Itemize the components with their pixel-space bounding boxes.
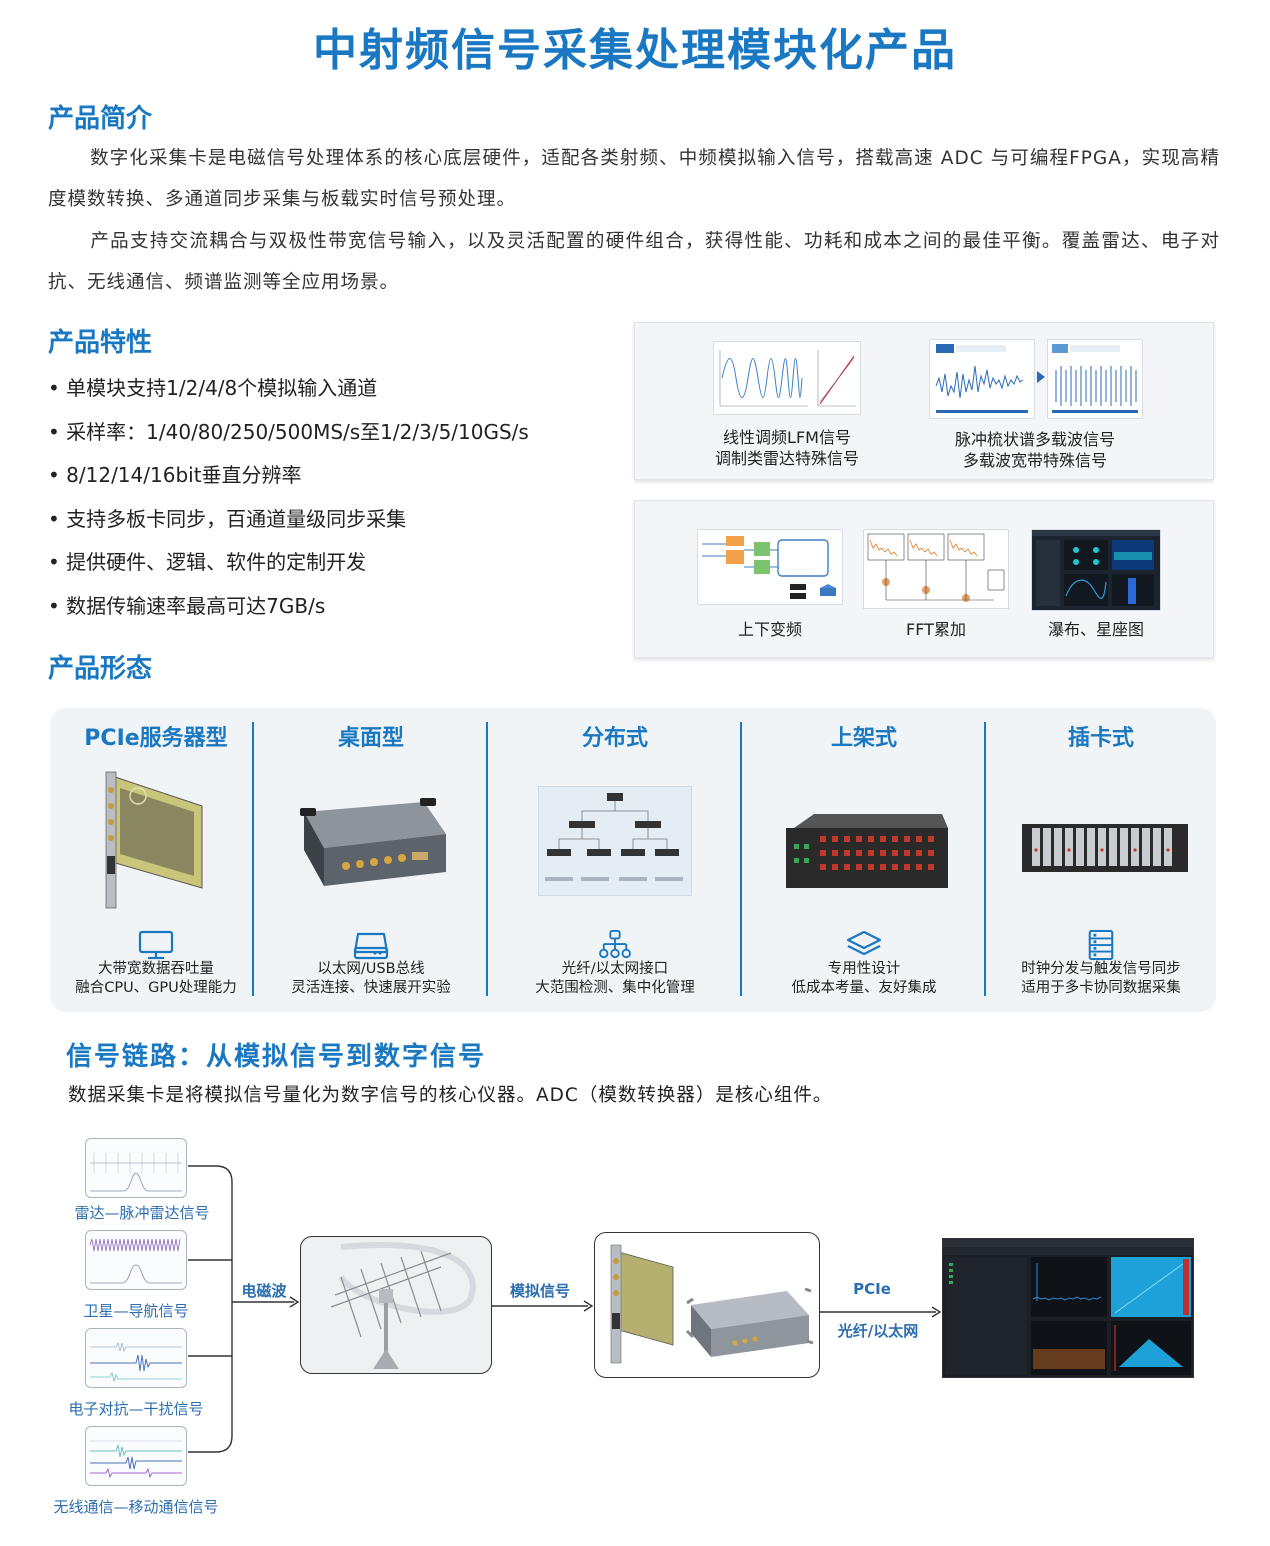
form-desc-line2: 低成本考量、友好集成 bbox=[791, 980, 937, 996]
form-title: 插卡式 bbox=[1067, 726, 1134, 751]
fiber-ethernet-label: 光纤/以太网 bbox=[837, 1322, 919, 1340]
feature-item: • 数据传输速率最高可达7GB/s bbox=[48, 593, 326, 618]
form-divider bbox=[486, 722, 488, 996]
desktop-unit-image bbox=[284, 794, 450, 890]
form-title: PCIe服务器型 bbox=[84, 726, 228, 751]
radar-signal-image bbox=[85, 1138, 187, 1198]
form-description: 光纤/以太网接口 大范围检测、集中化管理 bbox=[490, 960, 740, 998]
feature-item: • 提供硬件、逻辑、软件的定制开发 bbox=[48, 550, 367, 574]
form-desc-line2: 适用于多卡协同数据采集 bbox=[1021, 980, 1181, 996]
page-title: 中射频信号采集处理模块化产品 bbox=[313, 25, 957, 76]
form-desc-line2: 融合CPU、GPU处理能力 bbox=[75, 980, 237, 996]
updown-conversion-image bbox=[697, 529, 843, 605]
form-desc-line1: 以太网/USB总线 bbox=[317, 961, 425, 977]
analyzer-software-image bbox=[942, 1238, 1194, 1378]
jamming-signal-image bbox=[85, 1328, 187, 1388]
network-icon bbox=[599, 930, 631, 959]
form-desc-line1: 时钟分发与触发信号同步 bbox=[1021, 961, 1181, 977]
fft-caption: FFT累加 bbox=[906, 620, 966, 639]
multicarrier-signal-image bbox=[1047, 339, 1143, 419]
signal-merge-bracket bbox=[188, 1165, 233, 1453]
antenna-image bbox=[300, 1236, 492, 1374]
chain-heading: 信号链路：从模拟信号到数字信号 bbox=[66, 1042, 487, 1072]
radar-signal-caption: 雷达—脉冲雷达信号 bbox=[74, 1204, 210, 1222]
features-list: • 单模块支持1/2/4/8个模拟输入通道 • 采样率：1/40/80/250/… bbox=[48, 368, 608, 629]
form-desc-line2: 灵活连接、快速展开实验 bbox=[291, 980, 451, 996]
form-distributed: 分布式 光纤/以太网接口 大范围检测、集中化管理 bbox=[490, 722, 740, 998]
arrow-right-icon bbox=[1037, 371, 1045, 383]
layers-icon bbox=[846, 930, 882, 956]
product-forms-panel: PCIe服务器型 大带宽数据吞吐量 融合CPU、GPU处理能力 桌面型 bbox=[50, 708, 1216, 1012]
form-title: 桌面型 bbox=[337, 726, 404, 751]
monitor-icon bbox=[138, 930, 174, 960]
form-divider bbox=[252, 722, 254, 996]
pcie-card-image bbox=[98, 766, 208, 914]
form-description: 大带宽数据吞吐量 融合CPU、GPU处理能力 bbox=[58, 960, 254, 998]
mobile-signal-caption: 无线通信—移动通信信号 bbox=[53, 1498, 219, 1516]
chassis-image bbox=[1022, 820, 1188, 876]
intro-paragraph-2: 产品支持交流耦合与双极性带宽信号输入，以及灵活配置的硬件组合，获得性能、功耗和成… bbox=[48, 221, 1220, 303]
jamming-signal-caption: 电子对抗—干扰信号 bbox=[68, 1400, 204, 1418]
intro-paragraph-1: 数字化采集卡是电磁信号处理体系的核心底层硬件，适配各类射频、中频模拟输入信号，搭… bbox=[48, 138, 1220, 220]
waterfall-constellation-image bbox=[1031, 529, 1161, 611]
form-desc-line1: 专用性设计 bbox=[827, 961, 901, 977]
satellite-signal-caption: 卫星—导航信号 bbox=[83, 1302, 189, 1320]
form-divider bbox=[740, 722, 742, 996]
form-description: 时钟分发与触发信号同步 适用于多卡协同数据采集 bbox=[988, 960, 1214, 998]
arrow-analog-signal bbox=[492, 1300, 594, 1312]
rack-unit-image bbox=[784, 814, 950, 890]
multicarrier-caption-line2: 多载波宽带特殊信号 bbox=[962, 451, 1107, 470]
lfm-caption-line1: 线性调频LFM信号 bbox=[723, 428, 851, 447]
intro-p2-text: 产品支持交流耦合与双极性带宽信号输入，以及灵活配置的硬件组合，获得性能、功耗和成… bbox=[48, 231, 1220, 293]
form-rack-mount: 上架式 专用性设计 低成本考量、友好集成 bbox=[744, 722, 984, 998]
form-title: 分布式 bbox=[581, 726, 648, 751]
server-list-icon bbox=[1088, 930, 1114, 960]
pcie-label: PCIe bbox=[853, 1280, 891, 1298]
form-desc-line1: 光纤/以太网接口 bbox=[561, 961, 669, 977]
form-desktop: 桌面型 以太网/USB总线 灵活连接、快速展开实验 bbox=[256, 722, 486, 998]
analog-signal-label: 模拟信号 bbox=[509, 1282, 570, 1300]
distributed-topology-image bbox=[538, 786, 692, 896]
feature-item: • 支持多板卡同步，百通道量级同步采集 bbox=[48, 506, 407, 531]
mobile-signal-image bbox=[85, 1426, 187, 1486]
form-description: 专用性设计 低成本考量、友好集成 bbox=[744, 960, 984, 998]
em-wave-label: 电磁波 bbox=[241, 1282, 287, 1300]
lfm-chart-image bbox=[713, 341, 861, 415]
form-pcie-server: PCIe服务器型 大带宽数据吞吐量 融合CPU、GPU处理能力 bbox=[58, 722, 254, 998]
waterfall-caption: 瀑布、星座图 bbox=[1047, 620, 1144, 639]
features-heading: 产品特性 bbox=[48, 328, 153, 358]
arrow-em-wave bbox=[232, 1296, 300, 1308]
forms-heading: 产品形态 bbox=[48, 654, 153, 684]
form-description: 以太网/USB总线 灵活连接、快速展开实验 bbox=[256, 960, 486, 998]
intro-p1-text: 数字化采集卡是电磁信号处理体系的核心底层硬件，适配各类射频、中频模拟输入信号，搭… bbox=[48, 148, 1220, 210]
fft-accumulation-image bbox=[863, 529, 1009, 609]
feature-item: • 单模块支持1/2/4/8个模拟输入通道 bbox=[48, 376, 378, 400]
form-desc-line2: 大范围检测、集中化管理 bbox=[535, 980, 695, 996]
form-plugin-card: 插卡式 时钟分发与触发信号同步 适用于多卡协同数据采集 bbox=[988, 722, 1214, 998]
intro-heading: 产品简介 bbox=[48, 104, 153, 134]
processing-examples-panel: 上下变频 FFT累加 瀑布、星座图 bbox=[634, 500, 1214, 658]
feature-item: • 8/12/14/16bit垂直分辨率 bbox=[48, 463, 302, 487]
drive-icon bbox=[353, 932, 389, 960]
multicarrier-caption: 脉冲梳状谱多载波信号 多载波宽带特殊信号 bbox=[925, 429, 1145, 471]
signal-examples-panel: 线性调频LFM信号 调制类雷达特殊信号 脉冲梳状谱多载波信号 多载波宽带特殊信号 bbox=[634, 322, 1214, 480]
arrow-pcie-fiber bbox=[820, 1306, 942, 1318]
form-desc-line1: 大带宽数据吞吐量 bbox=[98, 961, 214, 977]
multicarrier-caption-line1: 脉冲梳状谱多载波信号 bbox=[954, 430, 1115, 449]
lfm-caption: 线性调频LFM信号 调制类雷达特殊信号 bbox=[687, 427, 887, 469]
form-title: 上架式 bbox=[830, 726, 897, 751]
form-divider bbox=[984, 722, 986, 996]
lfm-caption-line2: 调制类雷达特殊信号 bbox=[714, 449, 859, 468]
updown-caption: 上下变频 bbox=[737, 620, 802, 639]
feature-item: • 采样率：1/40/80/250/500MS/s至1/2/3/5/10GS/s bbox=[48, 419, 529, 444]
pulse-signal-image bbox=[929, 339, 1035, 419]
acquisition-hardware-image bbox=[594, 1232, 820, 1378]
satellite-signal-image bbox=[85, 1230, 187, 1290]
chain-subtitle: 数据采集卡是将模拟信号量化为数字信号的核心仪器。ADC（模数转换器）是核心组件。 bbox=[68, 1085, 833, 1106]
